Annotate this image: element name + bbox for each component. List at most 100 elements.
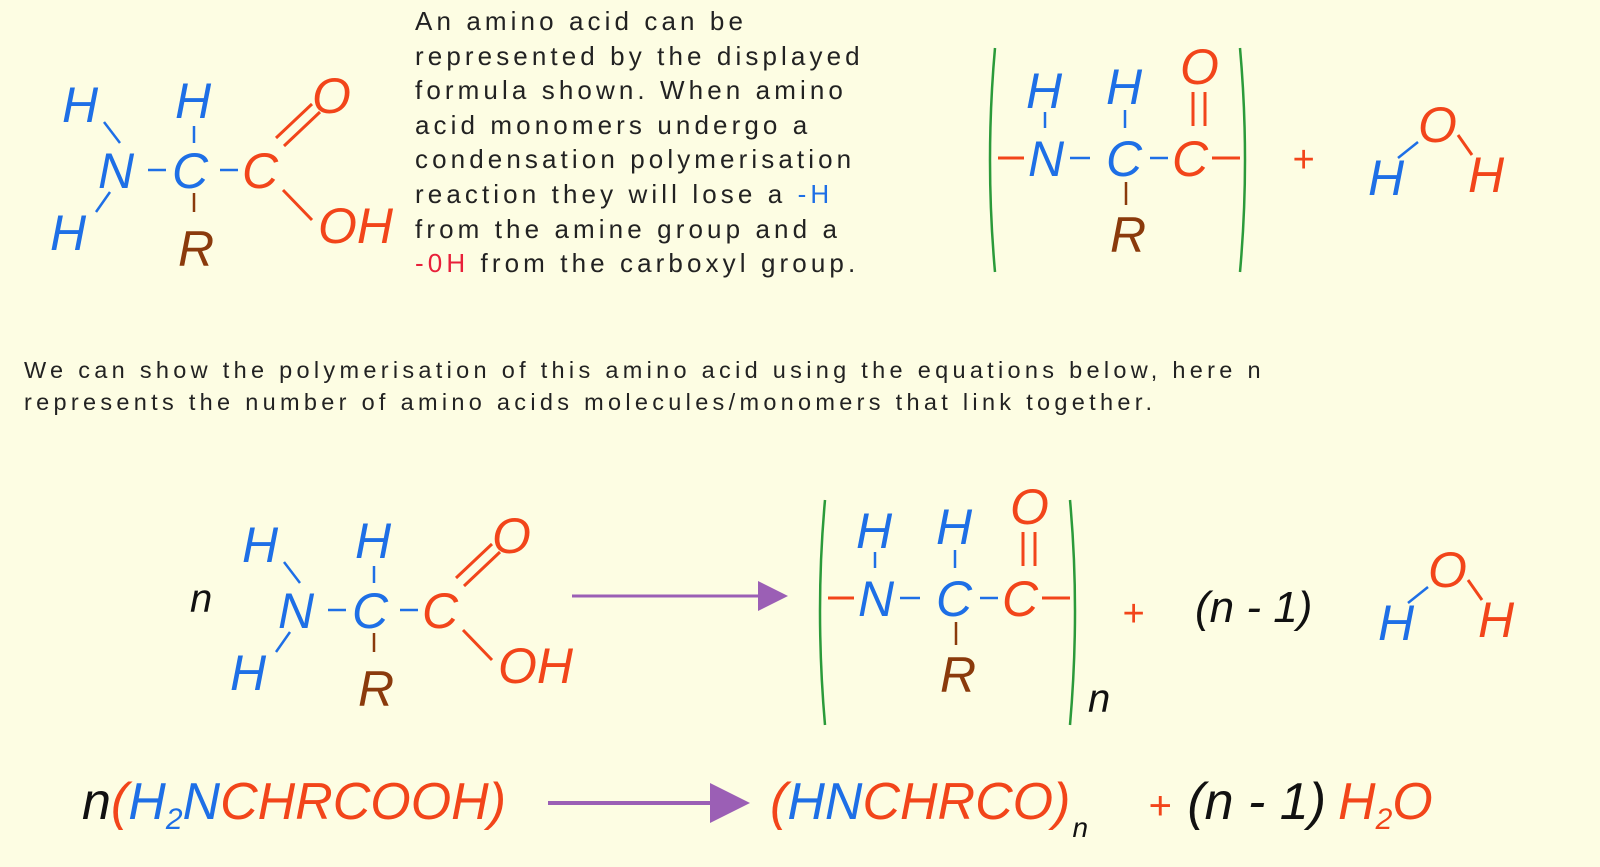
- product-formula: (HNCHRCO)n: [770, 772, 1088, 858]
- eq-coefficient: (n - 1): [1187, 773, 1327, 831]
- atom-h: H: [1026, 63, 1063, 119]
- atom-h: H: [230, 645, 267, 701]
- double-bond: [454, 542, 494, 580]
- explanation-paragraph: We can show the polymerisation of this a…: [24, 354, 1265, 418]
- atom-o: O: [1180, 39, 1219, 95]
- bond: [1456, 134, 1474, 156]
- atom-c: C: [172, 143, 209, 199]
- repeat-unit-structure: N C C H H O R: [988, 39, 1247, 273]
- atom-h: H: [856, 503, 893, 559]
- prod-hn: HN: [787, 773, 863, 831]
- intro-line: condensation polymerisation: [415, 144, 856, 175]
- atom-r: R: [358, 661, 394, 717]
- amino-acid-structure: H H O N C C H R OH: [230, 508, 574, 717]
- atom-c: C: [242, 143, 279, 199]
- intro-text: from the carboxyl group.: [469, 248, 860, 279]
- subscript-n: n: [1088, 677, 1110, 721]
- lost-h-highlight: -H: [797, 178, 834, 209]
- intro-line: An amino acid can be: [415, 6, 748, 36]
- atom-h: H: [62, 77, 99, 133]
- atom-o: O: [1418, 97, 1457, 153]
- intro-line: reaction they will lose a -H: [415, 177, 975, 212]
- atom-h: H: [1368, 150, 1405, 206]
- atom-n: N: [98, 143, 135, 199]
- lost-oh-highlight: -0H: [415, 248, 470, 279]
- eq-n: n: [82, 773, 111, 831]
- eq-sub-2: 2: [165, 803, 183, 836]
- intro-text: reaction they will lose a: [415, 178, 798, 209]
- prod-rest: CHRCO: [862, 773, 1054, 831]
- water-h: H: [1338, 773, 1376, 831]
- atom-c: C: [1172, 131, 1209, 187]
- double-bond: [462, 550, 502, 588]
- atom-h: H: [936, 499, 973, 555]
- intro-line: -0H from the carboxyl group.: [415, 246, 975, 281]
- atom-h: H: [1478, 592, 1515, 648]
- bond: [1466, 579, 1484, 601]
- water-sub-2: 2: [1375, 803, 1393, 836]
- bond: [1407, 586, 1429, 604]
- water-coefficient: (n - 1): [1195, 583, 1312, 632]
- plus-sign: +: [1122, 593, 1144, 635]
- atom-oh: OH: [318, 198, 394, 254]
- intro-line: acid monomers undergo a: [415, 109, 812, 140]
- atom-o: O: [1010, 479, 1049, 535]
- water-structure: O H H: [1368, 97, 1505, 206]
- water-o: O: [1392, 773, 1433, 831]
- atom-c: C: [1002, 571, 1039, 627]
- atom-n: N: [858, 571, 895, 627]
- bond: [1397, 141, 1419, 159]
- eq-open-paren: (: [110, 773, 129, 831]
- bond: [461, 628, 494, 662]
- bond: [283, 561, 301, 584]
- left-bracket: [988, 47, 997, 273]
- atom-oh: OH: [498, 638, 574, 694]
- double-bond: [274, 102, 314, 140]
- atom-n: N: [1028, 131, 1065, 187]
- bond: [94, 191, 112, 213]
- amino-acid-structure: H H O N C C H R OH: [50, 68, 394, 277]
- prod-open-paren: (: [770, 773, 788, 831]
- intro-line: represented by the displayed: [415, 40, 864, 71]
- plus-sign: +: [1292, 139, 1314, 181]
- atom-n: N: [278, 583, 315, 639]
- explanation-line: represents the number of amino acids mol…: [24, 389, 1157, 415]
- prod-sub-n: n: [1072, 812, 1089, 843]
- atom-c: C: [352, 583, 389, 639]
- bond: [274, 631, 292, 653]
- repeat-unit-structure: N C C H H O R: [818, 479, 1077, 726]
- eq-plus: +: [1148, 784, 1172, 828]
- right-bracket: [1238, 47, 1247, 273]
- atom-c: C: [1106, 131, 1143, 187]
- atom-h: H: [1378, 595, 1415, 651]
- condensed-equation: n(H2NCHRCOOH) (HNCHRCO)n +(n - 1)H2O: [82, 772, 1582, 852]
- eq-close-paren: ): [488, 773, 507, 831]
- coefficient-n: n: [190, 577, 212, 621]
- atom-h: H: [175, 73, 212, 129]
- atom-h: H: [50, 205, 87, 261]
- atom-r: R: [1110, 207, 1146, 263]
- intro-line: formula shown. When amino: [415, 75, 847, 106]
- water-structure: O H H: [1378, 542, 1515, 651]
- eq-n-atom: N: [182, 773, 221, 831]
- water-formula: + (n - 1)H2O: [1148, 772, 1433, 850]
- reactant-formula: n(H2NCHRCOOH): [82, 772, 506, 850]
- prod-close-paren: ): [1053, 773, 1071, 831]
- intro-line: from the amine group and a: [415, 213, 842, 244]
- right-bracket: [1068, 499, 1077, 726]
- atom-h: H: [355, 513, 392, 569]
- atom-c: C: [936, 571, 973, 627]
- eq-rest: CHRCOOH: [220, 773, 489, 831]
- atom-r: R: [178, 221, 214, 277]
- bond: [103, 121, 121, 144]
- intro-paragraph: An amino acid can be represented by the …: [415, 4, 975, 281]
- left-bracket: [818, 499, 827, 726]
- double-bond: [282, 110, 322, 148]
- atom-h: H: [1468, 147, 1505, 203]
- atom-r: R: [940, 647, 976, 703]
- eq-h: H: [128, 773, 166, 831]
- atom-h: H: [1106, 59, 1143, 115]
- atom-h: H: [242, 517, 279, 573]
- explanation-line: We can show the polymerisation of this a…: [24, 357, 1265, 383]
